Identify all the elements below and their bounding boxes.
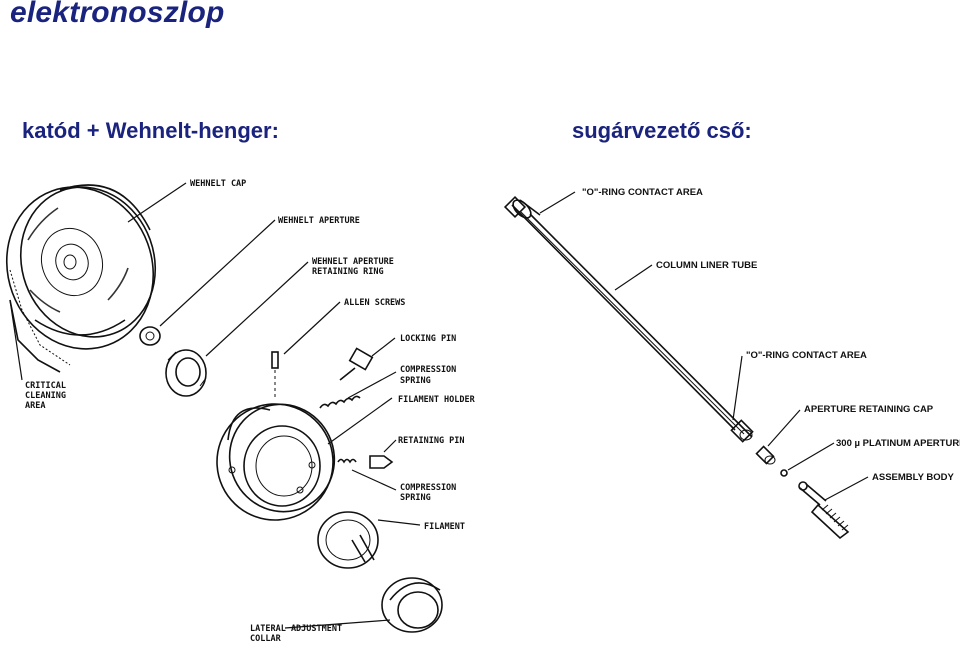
label-critical-line1: CRITICAL [25, 381, 66, 391]
wehnelt-aperture-part [139, 326, 161, 346]
label-lateral-line1: LATERAL ADJUSTMENT [250, 624, 342, 634]
label-critical-line3: AREA [25, 401, 45, 411]
label-wehnelt-aperture: WEHNELT APERTURE [278, 216, 360, 226]
label-retaining-pin: RETAINING PIN [398, 436, 465, 446]
platinum-aperture-part [780, 469, 788, 477]
label-compression-spring-bottom-line1: COMPRESSION [400, 483, 456, 493]
label-retaining-ring-line2: RETAINING RING [312, 267, 384, 277]
label-oring-bottom: "O"-RING CONTACT AREA [746, 350, 867, 361]
label-retaining-ring-line1: WEHNELT APERTURE [312, 257, 394, 267]
allen-screw-part [271, 351, 279, 400]
label-compression-spring-top-line2: SPRING [400, 376, 431, 386]
aperture-retaining-cap-part [755, 445, 776, 465]
label-assembly-body: ASSEMBLY BODY [872, 472, 954, 483]
lateral-collar-part [381, 577, 443, 633]
label-platinum-aperture: 300 µ PLATINUM APERTURE [836, 438, 960, 449]
label-lateral-line2: COLLAR [250, 634, 282, 644]
label-compression-spring-top-line1: COMPRESSION [400, 365, 456, 375]
label-compression-spring-bottom-line2: SPRING [400, 493, 431, 503]
label-locking-pin: LOCKING PIN [400, 334, 456, 344]
label-filament: FILAMENT [424, 522, 465, 532]
filament-holder-part [216, 403, 336, 521]
locking-pin-part [339, 347, 374, 381]
compression-spring-top [319, 395, 361, 409]
cathode-wehnelt-heading: katód + Wehnelt-henger: [22, 118, 279, 143]
label-critical-line2: CLEANING [25, 391, 66, 401]
filament-part [317, 511, 379, 569]
right-leaders [539, 191, 869, 501]
label-oring-top: "O"-RING CONTACT AREA [582, 187, 703, 198]
column-liner-tube-drawing [503, 195, 754, 443]
label-filament-holder: FILAMENT HOLDER [398, 395, 476, 405]
wehnelt-cap-drawing [5, 184, 157, 373]
assembly-body-part [798, 481, 850, 540]
retaining-pin-part [337, 455, 394, 469]
label-column-liner: COLUMN LINER TUBE [656, 260, 757, 271]
label-aperture-cap: APERTURE RETAINING CAP [804, 404, 934, 415]
left-leaders [9, 182, 421, 629]
beam-tube-heading: sugárvezető cső: [572, 118, 752, 143]
label-wehnelt-cap: WEHNELT CAP [190, 179, 246, 189]
label-allen-screws: ALLEN SCREWS [344, 298, 405, 308]
retaining-ring-part [165, 349, 207, 397]
page-title: elektronoszlop [10, 0, 225, 29]
